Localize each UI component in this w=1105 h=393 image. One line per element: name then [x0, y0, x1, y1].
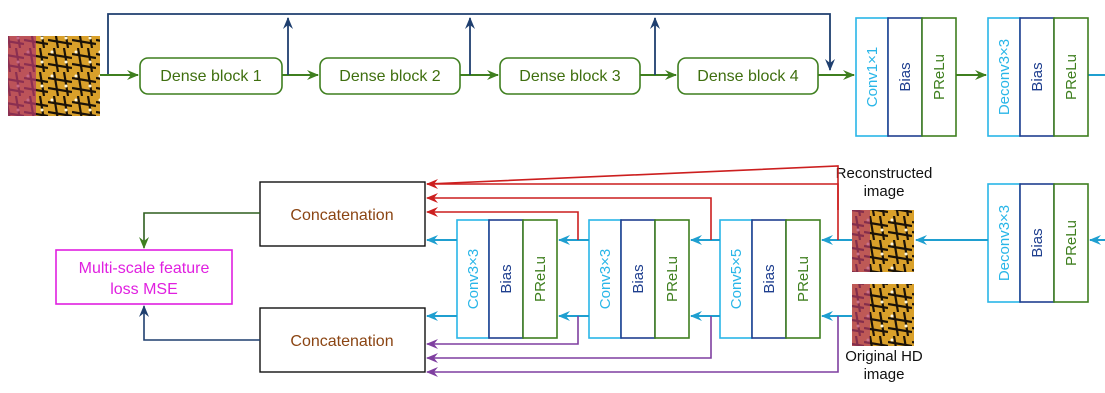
conv3x3-group-middle: Conv3×3 Bias PReLu: [588, 219, 690, 339]
conv1x1-label: Conv1×1: [864, 47, 881, 107]
concatenation-bottom: Concatenation: [259, 307, 426, 373]
loss-box: Multi-scale feature loss MSE: [55, 249, 233, 305]
original-caption-line1: Original HD: [845, 348, 923, 365]
prelu-label-top-2: PReLu: [1063, 54, 1080, 100]
purple-path-2: [426, 316, 712, 363]
bias-label-top-1: Bias: [897, 62, 914, 91]
concatenation-bottom-label: Concatenation: [290, 333, 393, 350]
dense-block-3: Dense block 3: [499, 57, 641, 95]
purple-path-3: [426, 316, 579, 349]
reconstructed-caption-line2: image: [864, 183, 905, 200]
purple-path-1: [426, 316, 839, 377]
red-path-1: [426, 179, 839, 240]
bias-label-bottom-deconv: Bias: [1029, 228, 1046, 257]
prelu-label-top-1: PReLu: [931, 54, 948, 100]
dense-block-2: Dense block 2: [319, 57, 461, 95]
bias-label-conv3x3-middle: Bias: [630, 264, 647, 293]
loss-label-line1: Multi-scale feature: [79, 260, 210, 277]
red-line-1: [426, 165, 839, 210]
dense-block-3-label: Dense block 3: [519, 68, 620, 85]
deconv-group-bottom: Deconv3×3 Bias PReLu: [987, 183, 1089, 303]
dense-block-1: Dense block 1: [139, 57, 283, 95]
conv1x1-group: Conv1×1 Bias PReLu: [855, 17, 957, 137]
concatenation-top-label: Concatenation: [290, 207, 393, 224]
conv5x5-label: Conv5×5: [728, 249, 745, 309]
prelu-label-conv3x3-left: PReLu: [532, 256, 549, 302]
skip-connection-top: [107, 13, 835, 75]
arrow-concat-top-to-loss: [139, 212, 260, 249]
red-path-3: [426, 207, 579, 240]
arrow-concat-bottom-to-loss: [139, 305, 260, 341]
original-caption-line2: image: [864, 366, 905, 383]
red-path-2: [426, 193, 712, 240]
dense-block-1-label: Dense block 1: [160, 68, 261, 85]
deconv-label-bottom: Deconv3×3: [996, 205, 1013, 281]
loss-label-line2: loss MSE: [110, 281, 178, 298]
concatenation-top: Concatenation: [259, 181, 426, 247]
deconv-group-top: Deconv3×3 Bias PReLu: [987, 17, 1089, 137]
prelu-label-conv5x5: PReLu: [795, 256, 812, 302]
reconstructed-image: [852, 210, 914, 272]
conv3x3-group-left: Conv3×3 Bias PReLu: [456, 219, 558, 339]
deconv-label-top: Deconv3×3: [996, 39, 1013, 115]
conv5x5-group: Conv5×5 Bias PReLu: [719, 219, 821, 339]
bias-label-conv5x5: Bias: [761, 264, 778, 293]
reconstructed-caption-line1: Reconstructed: [836, 165, 933, 182]
original-hd-image: [852, 284, 914, 346]
bias-label-conv3x3-left: Bias: [498, 264, 515, 293]
dense-block-4: Dense block 4: [677, 57, 819, 95]
dense-block-2-label: Dense block 2: [339, 68, 440, 85]
prelu-label-bottom-deconv: PReLu: [1063, 220, 1080, 266]
prelu-label-conv3x3-middle: PReLu: [664, 256, 681, 302]
bias-label-top-2: Bias: [1029, 62, 1046, 91]
conv3x3-middle-label: Conv3×3: [597, 249, 614, 309]
input-image: [8, 36, 100, 116]
dense-block-4-label: Dense block 4: [697, 68, 798, 85]
conv3x3-left-label: Conv3×3: [465, 249, 482, 309]
